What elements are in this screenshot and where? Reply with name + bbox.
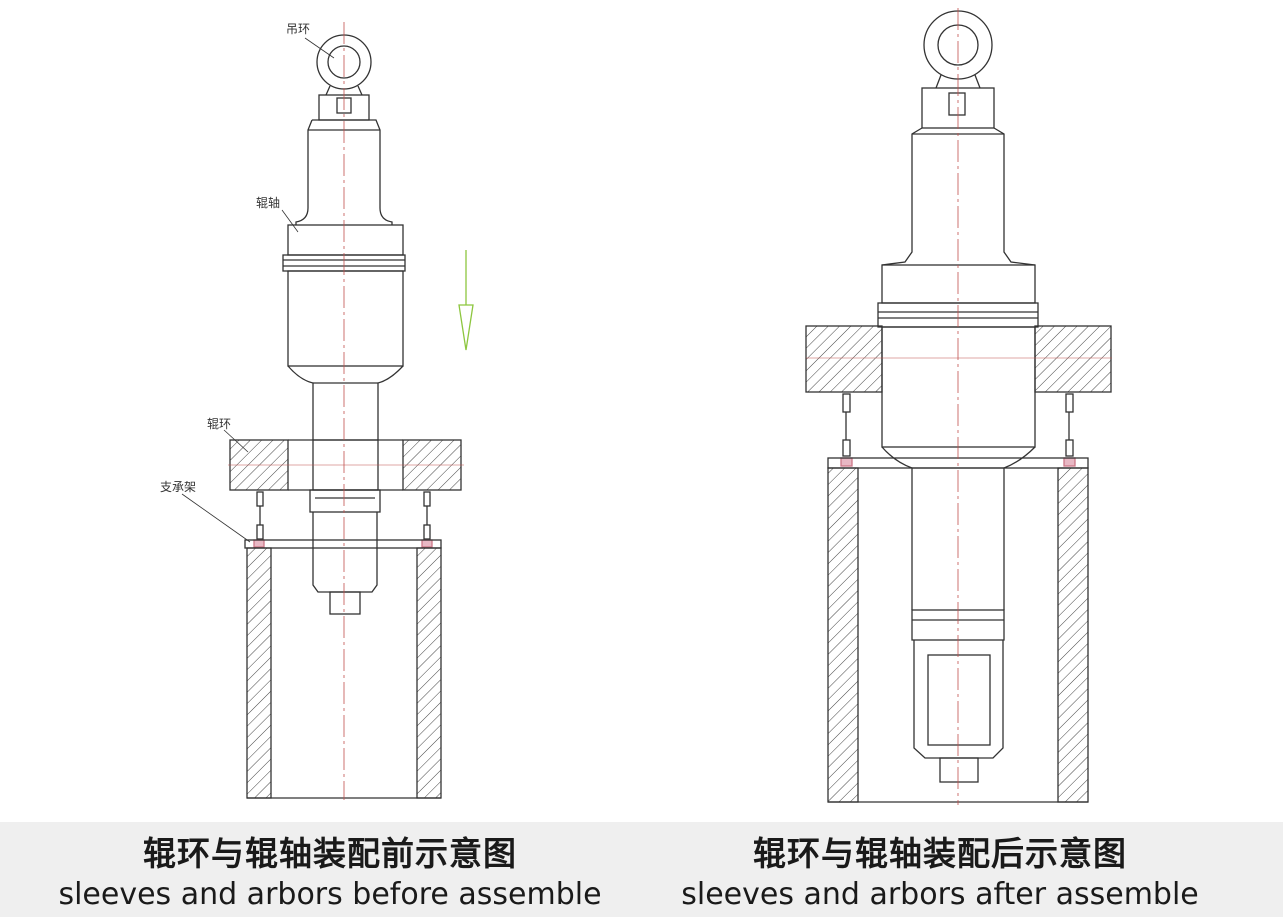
roll-ring-right bbox=[805, 325, 1112, 393]
before-caption-en: sleeves and arbors before assemble bbox=[58, 877, 602, 912]
support-bolts-right bbox=[840, 393, 1076, 467]
assembly-drawing: 吊环 辊轴 辊环 支承架 bbox=[160, 8, 1112, 805]
after-assembly-diagram bbox=[805, 8, 1112, 805]
down-arrow-icon bbox=[458, 250, 474, 351]
caption-band: 辊环与辊轴装配前示意图 sleeves and arbors before as… bbox=[0, 822, 1283, 917]
support-frame-left bbox=[244, 539, 442, 799]
roll-ring-label: 辊环 bbox=[207, 417, 231, 431]
after-caption-cn: 辊环与辊轴装配后示意图 bbox=[753, 834, 1127, 873]
after-caption: 辊环与辊轴装配后示意图 sleeves and arbors after ass… bbox=[620, 822, 1260, 917]
roll-shaft-label: 辊轴 bbox=[256, 195, 280, 210]
before-assembly-diagram bbox=[181, 22, 474, 800]
after-caption-en: sleeves and arbors after assemble bbox=[681, 877, 1199, 912]
before-caption: 辊环与辊轴装配前示意图 sleeves and arbors before as… bbox=[10, 822, 650, 917]
lifting-ring-label: 吊环 bbox=[286, 22, 310, 36]
before-caption-cn: 辊环与辊轴装配前示意图 bbox=[143, 834, 517, 873]
support-frame-right bbox=[827, 457, 1089, 803]
support-bolts-left bbox=[253, 491, 433, 548]
support-frame-label: 支承架 bbox=[160, 480, 196, 494]
